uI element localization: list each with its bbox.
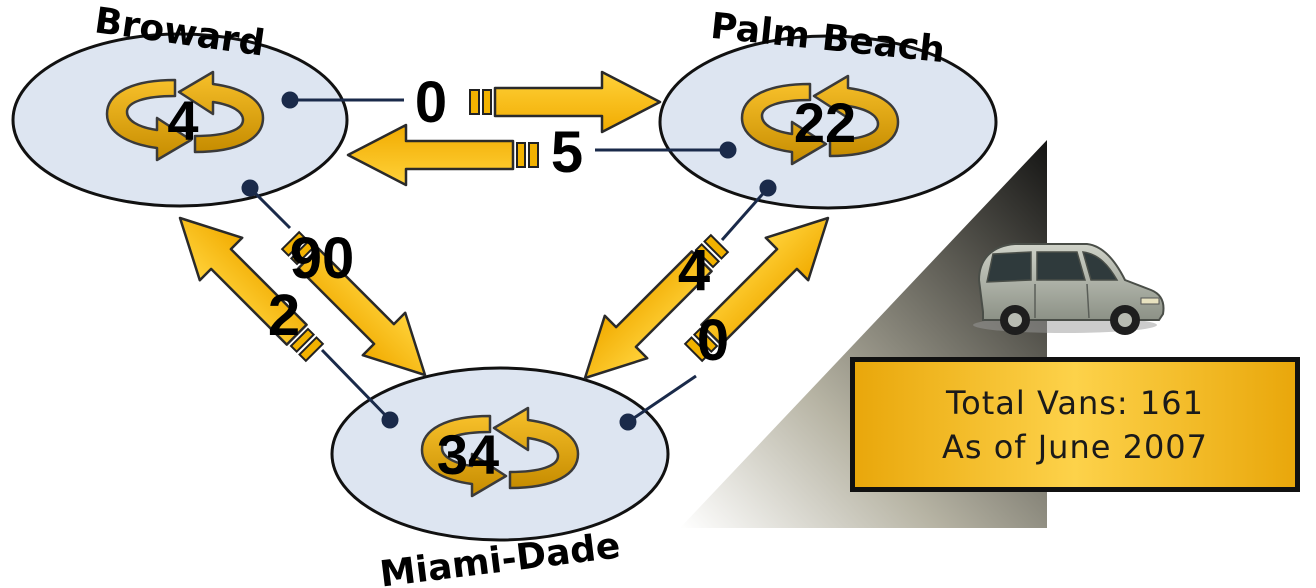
node-count-broward: 4: [167, 89, 198, 152]
summary-box: Total Vans: 161 As of June 2007: [850, 357, 1300, 492]
node-miami-dade: [330, 366, 670, 542]
node-broward: [11, 32, 349, 208]
node-count-miami-dade: 34: [437, 423, 499, 486]
as-of-date-text: As of June 2007: [941, 427, 1209, 466]
minivan-icon: [973, 243, 1165, 335]
flow-value-broward-to-palm-beach: 0: [415, 70, 447, 135]
flow-value-miami-dade-to-palm-beach: 0: [697, 308, 729, 373]
flow-value-broward-to-miami-dade: 90: [290, 226, 355, 291]
node-count-palm-beach: 22: [794, 91, 856, 154]
total-vans-text: Total Vans: 161: [946, 383, 1204, 422]
flow-value-miami-dade-to-broward: 2: [268, 283, 300, 348]
node-palm-beach: [658, 34, 998, 210]
flow-value-palm-beach-to-miami-dade: 4: [678, 238, 710, 303]
flow-value-palm-beach-to-broward: 5: [551, 120, 583, 185]
leader-lines: [241, 91, 777, 431]
